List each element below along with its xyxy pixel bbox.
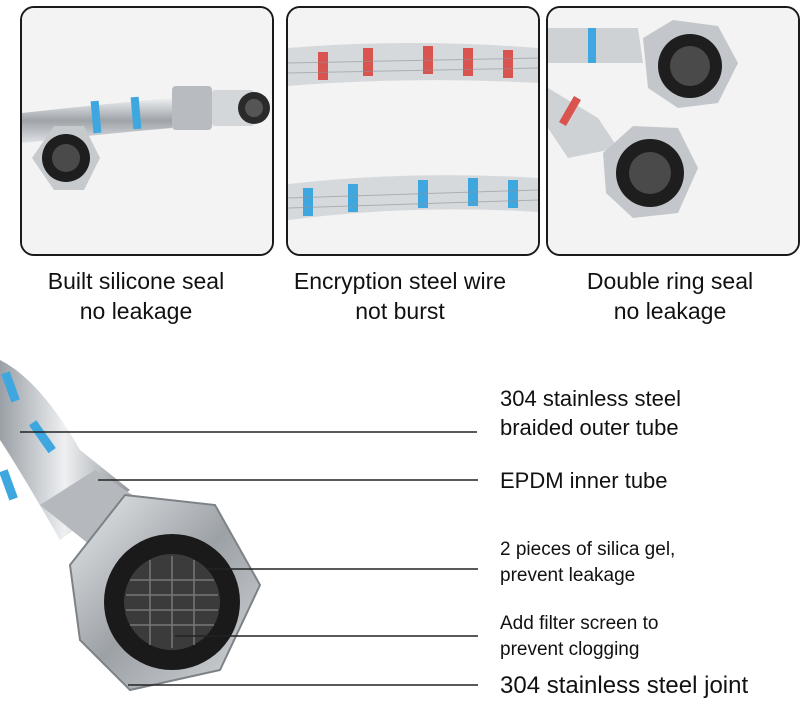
feature-caption-wire: Encryption steel wire not burst [266, 266, 534, 326]
feature-caption-seal: Built silicone seal no leakage [2, 266, 270, 326]
callout-braided-tube: 304 stainless steel braided outer tube [500, 384, 681, 442]
callout-line2: braided outer tube [500, 415, 679, 440]
feature-caption-line2: not burst [355, 298, 445, 324]
callout-line2: prevent clogging [500, 639, 640, 660]
callout-line1: Add filter screen to [500, 613, 659, 634]
feature-caption-ring: Double ring seal no leakage [536, 266, 800, 326]
feature-caption-line1: Built silicone seal [47, 268, 225, 294]
callout-inner-tube: EPDM inner tube [500, 466, 668, 495]
callout-silica-gel: 2 pieces of silica gel, prevent leakage [500, 537, 675, 589]
photo-braided-wire [286, 6, 540, 256]
callout-line1: 304 stainless steel [500, 386, 681, 411]
feature-caption-line1: Double ring seal [586, 268, 754, 294]
callout-line1: 2 pieces of silica gel, [500, 539, 676, 560]
photo-silicone-seal [20, 6, 274, 256]
feature-caption-line2: no leakage [79, 298, 193, 324]
feature-caption-line1: Encryption steel wire [293, 268, 507, 294]
callout-line1: 304 stainless steel joint [500, 672, 749, 699]
feature-caption-line2: no leakage [613, 298, 727, 324]
photo-double-ring-seal [546, 6, 800, 256]
callout-line2: prevent leakage [500, 565, 636, 586]
callout-lines [20, 431, 478, 686]
callout-steel-joint: 304 stainless steel joint [500, 671, 748, 700]
callout-filter-screen: Add filter screen to prevent clogging [500, 611, 658, 663]
callout-line1: EPDM inner tube [500, 468, 668, 493]
